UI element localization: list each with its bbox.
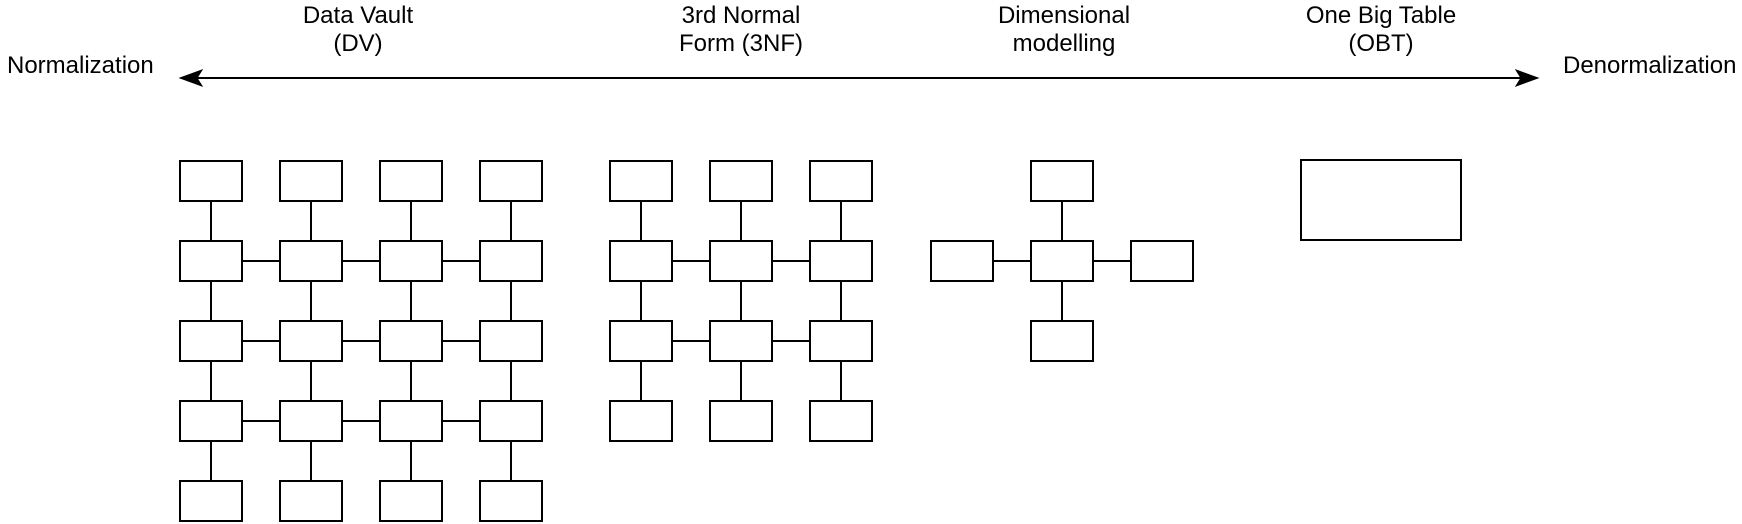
table-box: [1130, 240, 1194, 282]
spectrum-arrowhead-right: [1514, 69, 1540, 87]
label-data-vault-line2: (DV): [333, 30, 383, 57]
label-3nf-line1: 3rd Normal: [681, 2, 801, 29]
table-box: [279, 240, 343, 282]
label-3nf: 3rd Normal Form (3NF): [679, 2, 803, 58]
table-box: [609, 320, 673, 362]
table-box: [709, 240, 773, 282]
table-box: [479, 480, 543, 522]
label-dimensional-line1: Dimensional: [997, 2, 1131, 29]
table-box: [809, 240, 873, 282]
spectrum-arrowhead-left: [178, 69, 204, 87]
table-box: [709, 320, 773, 362]
label-obt-line1: One Big Table: [1305, 2, 1457, 29]
third-normal-form-schema: [609, 160, 873, 442]
normalization-label: Normalization: [7, 52, 154, 79]
label-3nf-line2: Form (3NF): [679, 30, 803, 57]
table-box: [809, 400, 873, 442]
label-obt: One Big Table (OBT): [1306, 2, 1456, 58]
table-box: [179, 240, 243, 282]
dimensional-star-schema: [930, 160, 1194, 362]
table-box: [709, 160, 773, 202]
table-box: [609, 160, 673, 202]
table-box: [609, 240, 673, 282]
data-vault-schema: [179, 160, 543, 522]
table-box: [479, 160, 543, 202]
table-box: [179, 400, 243, 442]
table-box: [809, 160, 873, 202]
label-dimensional: Dimensional modelling: [998, 2, 1130, 58]
label-obt-line2: (OBT): [1348, 30, 1414, 57]
table-box: [1300, 159, 1462, 241]
table-box: [279, 160, 343, 202]
table-box: [279, 400, 343, 442]
table-box: [379, 320, 443, 362]
table-box: [479, 320, 543, 362]
table-box: [479, 240, 543, 282]
table-box: [379, 160, 443, 202]
label-data-vault-line1: Data Vault: [302, 2, 414, 29]
table-box: [279, 320, 343, 362]
table-box: [179, 320, 243, 362]
table-box: [379, 480, 443, 522]
table-box: [179, 480, 243, 522]
label-data-vault: Data Vault (DV): [303, 2, 413, 58]
one-big-table-schema: [1300, 159, 1462, 241]
table-box: [279, 480, 343, 522]
table-box: [379, 240, 443, 282]
table-box: [1030, 320, 1094, 362]
denormalization-label: Denormalization: [1563, 52, 1737, 79]
table-box: [179, 160, 243, 202]
table-box: [709, 400, 773, 442]
table-box: [1030, 240, 1094, 282]
table-box: [1030, 160, 1094, 202]
table-box: [809, 320, 873, 362]
table-box: [609, 400, 673, 442]
label-dimensional-line2: modelling: [1012, 30, 1116, 57]
table-box: [379, 400, 443, 442]
table-box: [930, 240, 994, 282]
table-box: [479, 400, 543, 442]
